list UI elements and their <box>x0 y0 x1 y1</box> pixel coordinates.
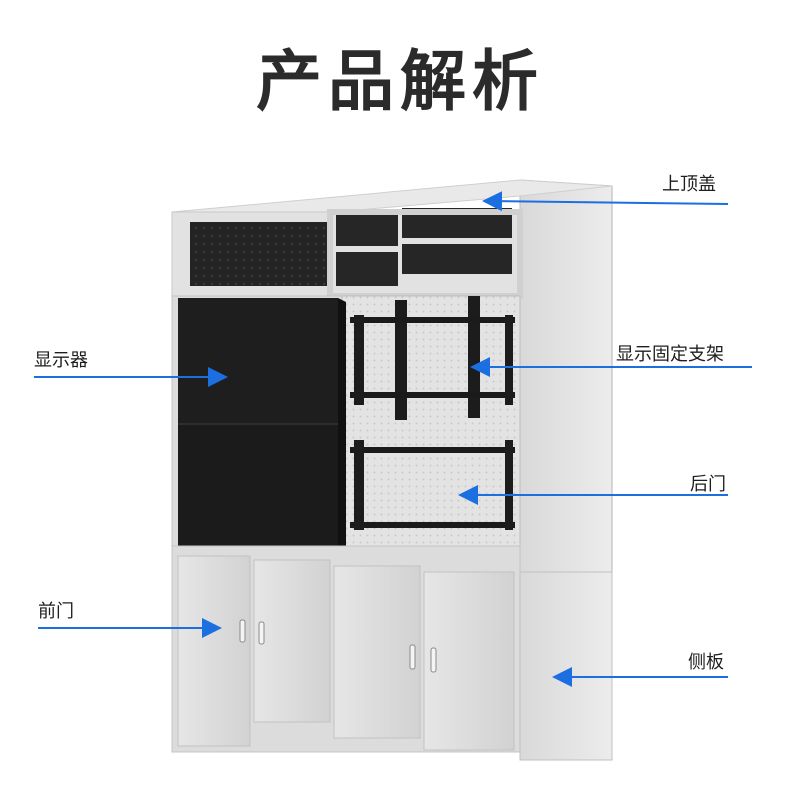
label-display-bracket: 显示固定支架 <box>616 344 724 365</box>
display-panel <box>178 298 346 550</box>
display-bracket <box>350 296 515 530</box>
label-back-door: 后门 <box>690 474 726 495</box>
callout-arrows <box>34 191 752 687</box>
door-handles <box>239 619 437 673</box>
arrow-top-cover <box>482 191 729 212</box>
label-front-door: 前门 <box>38 601 74 622</box>
label-display: 显示器 <box>34 350 88 371</box>
label-top-cover: 上顶盖 <box>662 174 716 195</box>
label-side-panel: 侧板 <box>688 652 724 673</box>
page-title: 产品解析 <box>256 43 544 120</box>
lower-cabinet <box>171 545 613 761</box>
